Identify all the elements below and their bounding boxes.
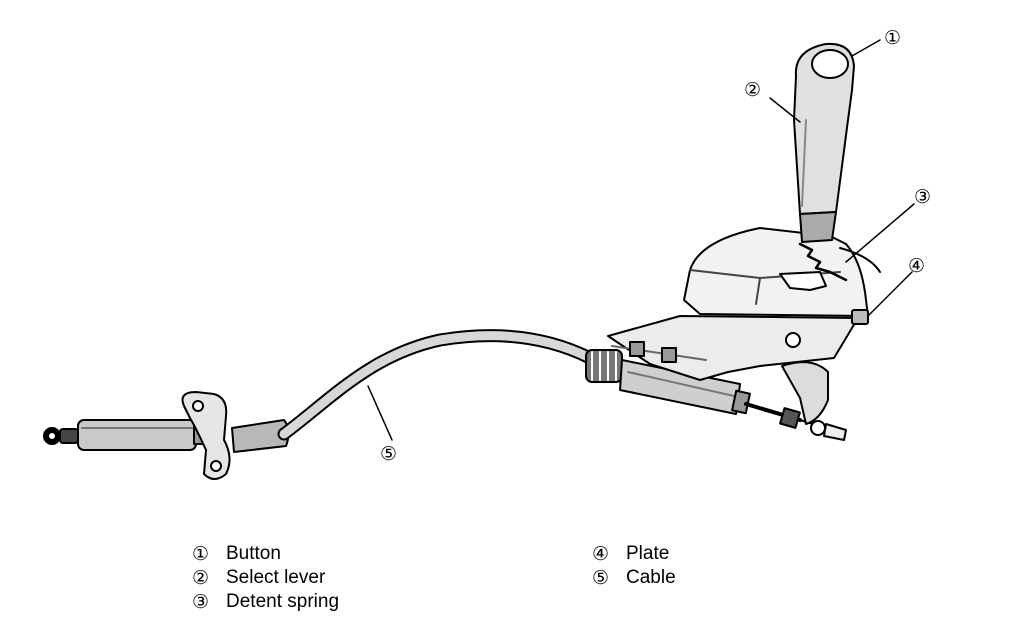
legend-num-2: ②	[192, 567, 210, 589]
callout-1: ①	[884, 27, 901, 49]
cable-clip	[629, 341, 677, 363]
cable	[277, 329, 597, 441]
callout-4: ④	[908, 255, 925, 277]
cable-bracket	[181, 391, 231, 480]
legend-label-plate: Plate	[626, 543, 670, 564]
plate-bolt	[851, 309, 869, 325]
detent-gate-slot	[779, 271, 827, 291]
legend-item-cable: ⑤ Cable	[592, 566, 676, 590]
lever-button	[811, 49, 849, 79]
pivot-hole	[785, 332, 801, 348]
legend-item-detent-spring: ③ Detent spring	[192, 590, 339, 614]
legend-num-4: ④	[592, 543, 610, 565]
select-lever	[793, 42, 855, 215]
callout-3: ③	[914, 186, 931, 208]
legend-left: ① Button ② Select lever ③ Detent spring	[192, 542, 339, 614]
detent-housing	[683, 227, 869, 317]
legend-right: ④ Plate ⑤ Cable	[592, 542, 676, 590]
legend-label-detent-spring: Detent spring	[226, 591, 340, 612]
callout-5: ⑤	[380, 443, 397, 465]
rod-end-left	[43, 427, 79, 445]
cable-sleeve-left	[77, 419, 207, 451]
legend-num-1: ①	[192, 543, 210, 565]
cable-inner-rod	[744, 402, 847, 441]
legend-item-plate: ④ Plate	[592, 542, 676, 566]
legend-label-button: Button	[226, 543, 281, 564]
legend-item-button: ① Button	[192, 542, 339, 566]
legend-num-3: ③	[192, 591, 210, 613]
legend-item-select-lever: ② Select lever	[192, 566, 339, 590]
detent-spring	[798, 242, 848, 282]
callout-leaders	[367, 39, 915, 441]
legend-label-cable: Cable	[626, 567, 676, 588]
callout-numbers: ① ② ③ ④ ⑤	[380, 27, 931, 465]
select-lever-arm	[781, 361, 829, 425]
lever-base-plate	[607, 315, 859, 381]
callout-2: ②	[744, 79, 761, 101]
legend-label-select-lever: Select lever	[226, 567, 326, 588]
legend-num-5: ⑤	[592, 567, 610, 589]
cable-boot-right	[585, 349, 623, 383]
